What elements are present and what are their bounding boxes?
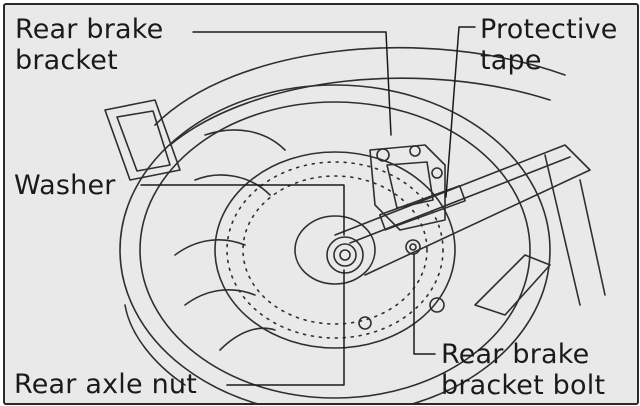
leader-rear-brake-bracket-bolt [413, 254, 436, 355]
leader-rear-brake-bracket [192, 31, 392, 136]
bracket-bolt-shape [405, 239, 421, 255]
diagram-frame: Rear brake bracket Protective tape Washe… [3, 3, 639, 405]
label-rear-axle-nut: Rear axle nut [14, 369, 198, 400]
brake-disc [214, 151, 456, 349]
leader-protective-tape [445, 26, 476, 198]
rear-axle [326, 236, 364, 274]
label-protective-tape-line2: tape [480, 45, 542, 76]
leader-rear-axle-nut [226, 269, 345, 386]
rear-tire [119, 84, 551, 403]
protective-tape-shape [378, 184, 466, 231]
label-rear-brake-bracket: Rear brake bracket [15, 14, 163, 76]
rear-brake-caliper [369, 144, 446, 231]
leader-washer [140, 184, 345, 236]
label-protective-tape-line1: Protective [480, 14, 618, 45]
label-rear-brake-bracket-bolt-line1: Rear brake [441, 339, 590, 370]
leader-lines [140, 26, 476, 386]
label-rear-brake-bracket-bolt: Rear brake bracket bolt [441, 339, 605, 401]
label-washer: Washer [14, 170, 116, 201]
rear-wheel-illustration [104, 26, 606, 403]
label-rear-brake-bracket-bolt-line2: bracket bolt [441, 370, 606, 401]
label-rear-brake-bracket-line2: bracket [15, 45, 118, 76]
label-protective-tape: Protective tape [480, 14, 618, 76]
rear-fender [104, 46, 566, 181]
wheel-spokes [174, 129, 286, 351]
label-rear-brake-bracket-line1: Rear brake [15, 14, 164, 45]
